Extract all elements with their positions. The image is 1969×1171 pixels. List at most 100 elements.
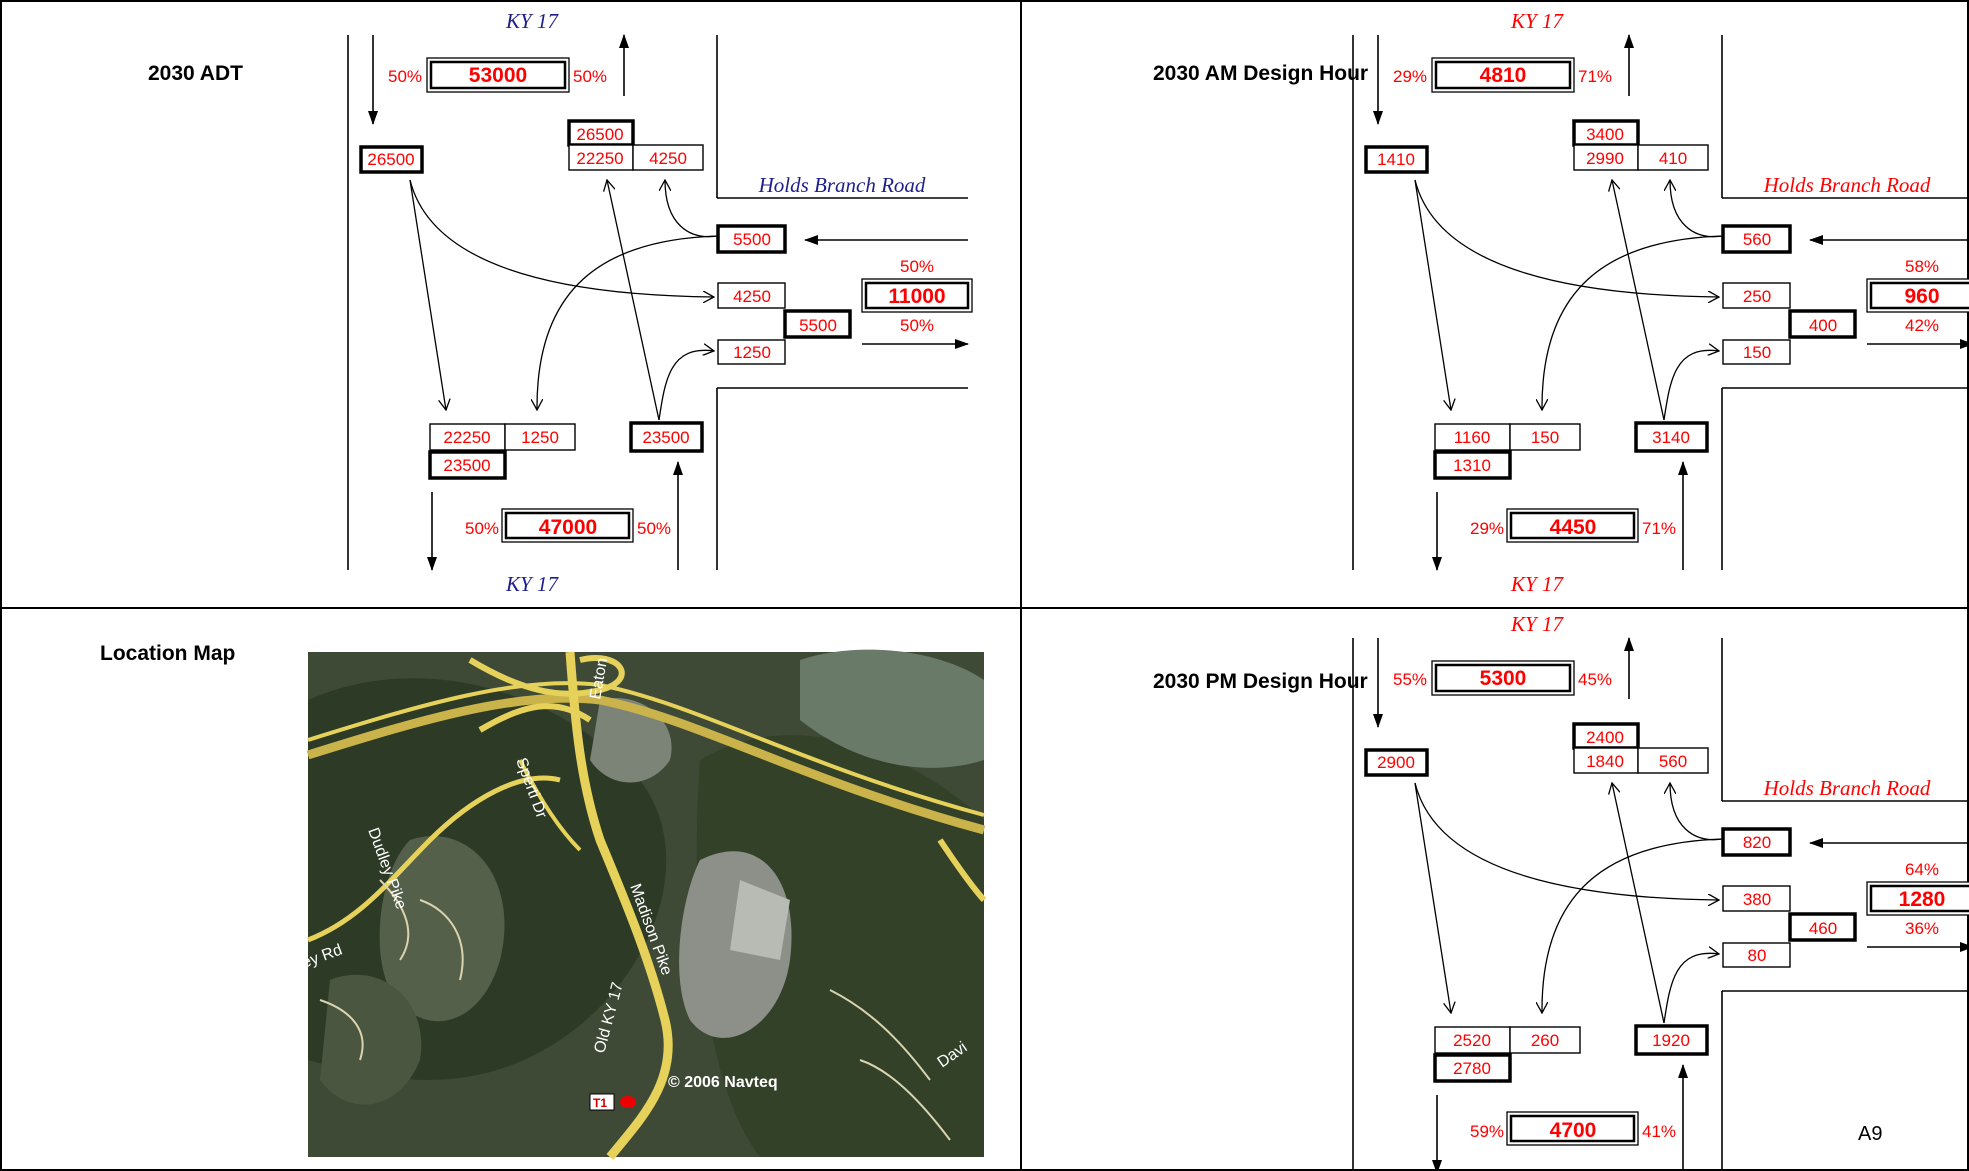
sb-out-thru-box [1434, 1026, 1511, 1054]
road-label-east: Holds Branch Road [1763, 173, 1931, 197]
nb-out-thru-value: 1840 [1586, 752, 1624, 771]
nb-out-total-value: 26500 [576, 125, 623, 144]
sb-out-total-box [1433, 1053, 1512, 1083]
location-map-panel: Location Map E [100, 642, 987, 1160]
wb-left-turn-curve [1542, 235, 1723, 410]
sb-out-total-value: 1310 [1453, 456, 1491, 475]
wb-in-value: 820 [1743, 833, 1771, 852]
panel-title: 2030 ADT [148, 62, 243, 85]
eb-out-left-value: 250 [1743, 287, 1771, 306]
road-label-east: Holds Branch Road [758, 173, 926, 197]
sb-out-total-box [1433, 450, 1512, 480]
map-marker-label: T1 [593, 1096, 607, 1110]
sb-out-total-box [428, 450, 507, 480]
eb-out-total-value: 5500 [799, 316, 837, 335]
south-pct-in: 50% [637, 519, 671, 538]
nb-out-right-box [1637, 144, 1709, 171]
eb-out-right-value: 150 [1743, 343, 1771, 362]
sb-in-value: 26500 [367, 150, 414, 169]
east-total-box [1866, 881, 1969, 916]
sb-in-box [1364, 748, 1429, 777]
page-label: A9 [1858, 1123, 1882, 1145]
road-label-north: KY 17 [1510, 9, 1564, 33]
eb-out-left-box [717, 282, 786, 309]
location-map-title: Location Map [100, 642, 235, 665]
east-pct-out: 42% [1905, 316, 1939, 335]
nb-right-turn-curve [1663, 350, 1719, 421]
sb-out-thru-box [1434, 423, 1511, 451]
sb-out-left-box [504, 423, 576, 451]
south-total-box [501, 508, 634, 543]
sb-thru-curve [409, 179, 446, 410]
nb-thru-curve [607, 180, 660, 421]
sb-out-thru-value: 2520 [1453, 1031, 1491, 1050]
east-pct-out: 50% [900, 316, 934, 335]
nb-thru-curve [1612, 180, 1665, 421]
wb-right-turn-curve [1670, 180, 1723, 238]
eb-out-left-box [1722, 282, 1791, 309]
north-pct-out: 45% [1578, 670, 1612, 689]
north-pct-in: 55% [1393, 670, 1427, 689]
nb-in-value: 1920 [1652, 1031, 1690, 1050]
wb-left-turn-curve [1542, 838, 1723, 1013]
east-total-value: 1280 [1899, 888, 1946, 911]
nb-out-thru-box [568, 144, 634, 171]
nb-in-box [1634, 421, 1709, 453]
nb-in-box [629, 421, 704, 453]
eb-out-total-value: 400 [1809, 316, 1837, 335]
east-total-value: 11000 [888, 285, 945, 308]
sb-out-total-value: 23500 [443, 456, 490, 475]
sb-out-left-value: 260 [1531, 1031, 1559, 1050]
eb-out-left-box [1722, 885, 1791, 912]
wb-right-turn-curve [1670, 783, 1723, 841]
wb-right-turn-curve [665, 180, 718, 238]
sb-out-left-box [1509, 423, 1581, 451]
map-location-marker-icon [620, 1096, 636, 1108]
aerial-map-image: Eaton Sperti Dr Dudley Pike ey Rd Madiso… [300, 649, 987, 1160]
sb-out-left-box [1509, 1026, 1581, 1054]
east-pct-in: 58% [1905, 257, 1939, 276]
road-label-south: KY 17 [1510, 572, 1564, 596]
south-pct-in: 41% [1642, 1122, 1676, 1141]
north-total-value: 5300 [1480, 667, 1527, 690]
sb-out-thru-box [429, 423, 506, 451]
north-pct-in: 29% [1393, 67, 1427, 86]
sb-thru-curve [1414, 179, 1451, 410]
sb-left-turn-curve [409, 179, 714, 297]
sb-thru-curve [1414, 782, 1451, 1013]
south-pct-in: 71% [1642, 519, 1676, 538]
sb-in-value: 2900 [1377, 753, 1415, 772]
road-label-south: KY 17 [505, 572, 559, 596]
east-total-value: 960 [1904, 285, 1939, 308]
map-copyright: © 2006 Navteq [668, 1074, 778, 1091]
nb-in-value: 3140 [1652, 428, 1690, 447]
road-label-north: KY 17 [505, 9, 559, 33]
nb-out-thru-box [1573, 747, 1639, 774]
wb-in-box [716, 224, 787, 254]
nb-right-turn-curve [1663, 953, 1719, 1024]
road-label-east: Holds Branch Road [1763, 776, 1931, 800]
sb-in-value: 1410 [1377, 150, 1415, 169]
road-label-north: KY 17 [1510, 612, 1564, 636]
sb-out-total-value: 2780 [1453, 1059, 1491, 1078]
sb-out-thru-value: 22250 [443, 428, 490, 447]
south-total-value: 47000 [539, 516, 597, 539]
east-pct-in: 50% [900, 257, 934, 276]
east-pct-out: 36% [1905, 919, 1939, 938]
nb-out-thru-value: 22250 [576, 149, 623, 168]
north-pct-out: 71% [1578, 67, 1612, 86]
north-pct-in: 50% [388, 67, 422, 86]
nb-out-right-value: 410 [1659, 149, 1687, 168]
nb-out-right-box [1637, 747, 1709, 774]
nb-right-turn-curve [658, 350, 714, 421]
eb-out-right-box [1722, 339, 1791, 365]
east-total-box [1866, 278, 1969, 313]
nb-out-total-value: 3400 [1586, 125, 1624, 144]
east-total-box [861, 278, 973, 313]
eb-out-left-value: 4250 [733, 287, 771, 306]
